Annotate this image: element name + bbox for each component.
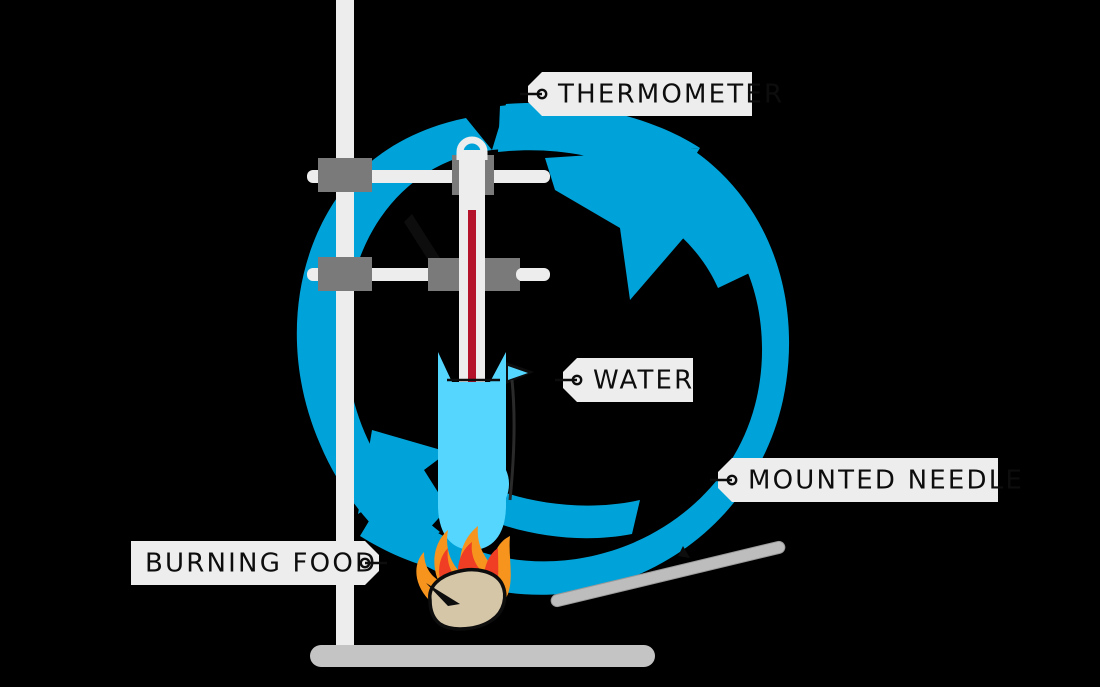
thermometer-hook (456, 136, 488, 160)
cycle-arc-notch (404, 214, 440, 266)
cycle-arc-lower-left (360, 506, 456, 572)
label-tag-burning-food[interactable]: BURNING FOOD (131, 541, 387, 585)
label-tag-mounted-needle[interactable]: MOUNTED NEEDLE (710, 458, 1024, 502)
cycle-arc-lower-right (470, 482, 640, 539)
test-tube-notch-inner (508, 366, 528, 380)
test-tube-bottom (438, 470, 506, 550)
needle-notch (678, 546, 690, 558)
label-tag-body (563, 358, 693, 402)
upper-boss-head (318, 158, 372, 192)
label-connector-eyelet (359, 557, 371, 569)
label-tag-text: MOUNTED NEEDLE (748, 466, 1024, 496)
mounted-needle (550, 540, 786, 608)
label-tag-text: THERMOMETER (557, 80, 784, 110)
label-connector-eyelet (571, 374, 583, 386)
label-tag-water[interactable]: WATER (555, 358, 694, 402)
stand-base (310, 645, 655, 667)
lower-clamp-assembly (307, 257, 550, 291)
thermometer-mercury-column (468, 210, 476, 402)
label-connector-eyelet (726, 474, 738, 486)
label-tag-body (131, 541, 379, 585)
cycle-arrow-upper-right (634, 148, 760, 288)
lower-clamp-rod-tip (516, 268, 550, 281)
label-layer: THERMOMETER WATER MOUNTED NEEDLE BURNING FO… (131, 72, 1024, 585)
food-sample (428, 567, 507, 631)
label-tag-body (528, 72, 752, 116)
label-tag-text: BURNING FOOD (145, 549, 377, 579)
needle-tip-in-food (426, 583, 460, 606)
upper-clamp-rod-right (478, 170, 550, 183)
label-tag-body (718, 458, 998, 502)
test-tube (438, 352, 534, 550)
cycle-arrow-head-bottom (358, 430, 448, 556)
lower-boss-head (318, 257, 372, 291)
test-tube-edge-line (508, 379, 516, 501)
label-tag-text: WATER (593, 366, 694, 396)
label-tag-thermometer[interactable]: THERMOMETER (520, 72, 784, 116)
label-connector-eyelet (536, 88, 548, 100)
needle-rod (550, 540, 786, 608)
burning-food-flame (416, 526, 511, 631)
